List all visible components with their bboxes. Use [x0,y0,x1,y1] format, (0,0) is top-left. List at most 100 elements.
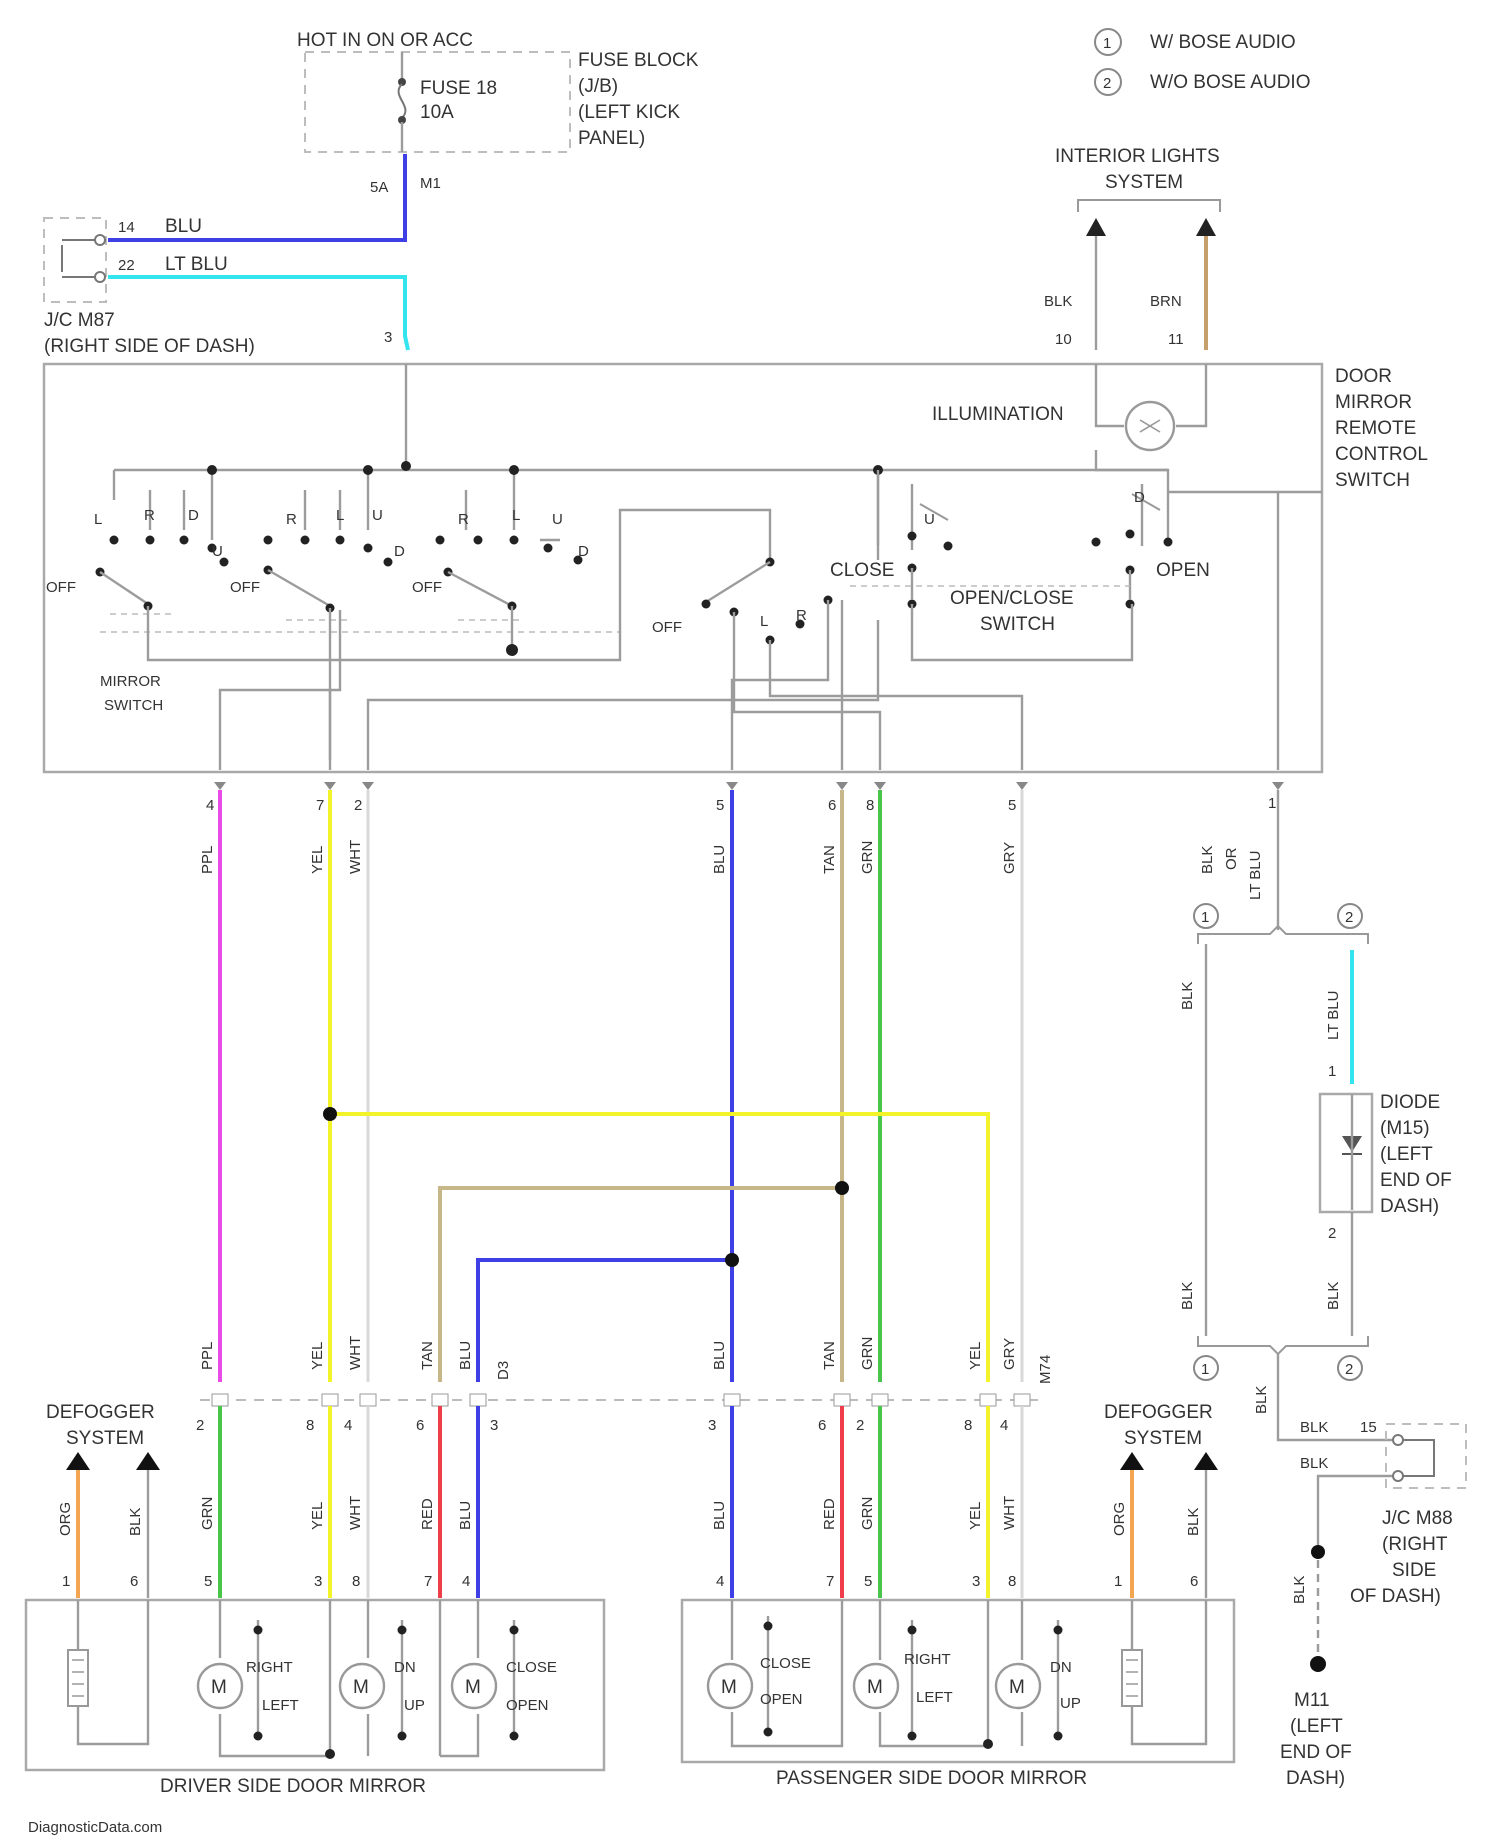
low-label-d-4: RED [419,1498,436,1530]
top-pin-grn: 8 [866,797,874,814]
remote-switch-name-3: REMOTE [1335,418,1416,439]
openclose-D: D [1134,489,1145,506]
ground-blk-lower: BLK [1300,1455,1328,1472]
interior-lights-title-2: SYSTEM [1105,172,1183,193]
wire-label-yel: YEL [309,846,326,874]
ground-m11-label-4: DASH) [1286,1768,1345,1789]
mid-upper-tan: TAN [419,1341,436,1370]
jc-m87-pin-22-number: 22 [118,257,135,274]
jc-m87-outline [44,218,106,302]
wire-label-ppl: PPL [199,846,216,874]
low-label-d-5: BLU [457,1501,474,1530]
fuse-block-location-2: PANEL) [578,128,645,149]
pass-pin-5: 8 [1008,1573,1016,1590]
remote-switch-name-2: MIRROR [1335,392,1412,413]
mirror-switch-U-2: U [372,507,383,524]
low-label-p-2: RED [821,1498,838,1530]
mirror-switch-D-3: D [578,543,589,560]
diode-label-4: END OF [1380,1170,1452,1191]
jc-m87-connector: 14 BLU 22 LT BLU J/C M87 (RIGHT SIDE OF … [44,216,255,357]
mid-upper-yel-p: YEL [967,1342,984,1370]
mirror-switch-label-1: MIRROR [100,673,161,690]
remote-switch-name-1: DOOR [1335,366,1392,387]
pass-pin-3: 5 [864,1573,872,1590]
mid-upper-tan-p: TAN [821,1341,838,1370]
openclose-label-2: SWITCH [980,614,1055,635]
pass-def-pin-1: 1 [1114,1573,1122,1590]
pass-pin-4: 3 [972,1573,980,1590]
mirror-switch-L-1: L [94,511,102,528]
passenger-door-mirror: PASSENGER SIDE DOOR MIRROR 4 7 5 3 8 1 6… [682,1573,1234,1789]
defogger-driver-title-2: SYSTEM [66,1428,144,1449]
pass-def-pin-2: 6 [1190,1573,1198,1590]
wire-label-blu: BLU [711,845,728,874]
wire-label-grn: GRN [859,841,876,874]
wire-label-tan: TAN [821,845,838,874]
low-label-d-3: WHT [347,1496,364,1530]
ground-pin-15: 15 [1360,1419,1377,1436]
pass-pin-2: 7 [826,1573,834,1590]
legend-marker-1-number: 1 [1103,35,1111,52]
ground-option-1-top-number: 1 [1201,909,1209,926]
ground-m11-label-3: END OF [1280,1742,1352,1763]
jc-m88-label-4: OF DASH) [1350,1586,1441,1607]
diode-pin-top: 1 [1328,1063,1336,1080]
ground-m11-symbol [1310,1656,1326,1672]
diode-pin-bottom: 2 [1328,1225,1336,1242]
mid-upper-blu: BLU [457,1341,474,1370]
pass-motor-ud-label: M [1009,1677,1025,1698]
remote-switch-name-4: CONTROL [1335,444,1428,465]
fuse-block-location-1: (LEFT KICK [578,102,680,123]
diode-label-3: (LEFT [1380,1144,1433,1165]
driver-dn-label: DN [394,1659,416,1676]
ground-wire-common: BLK [1253,1386,1270,1414]
mid-pin-d-4: 6 [416,1417,424,1434]
mirror-switch-U-3: U [552,511,563,528]
low-label-p-1: BLU [711,1501,728,1530]
remote-control-switch: DOOR MIRROR REMOTE CONTROL SWITCH 3 ILLU… [44,329,1428,772]
openclose-close: CLOSE [830,560,894,581]
mid-upper-blu-p: BLU [711,1341,728,1370]
mid-upper-gry-p: GRY [1001,1338,1018,1370]
mirror-switch-D-2: D [394,543,405,560]
driver-up-label: UP [404,1697,425,1714]
driver-left-label: LEFT [262,1697,299,1714]
mid-upper-yel: YEL [309,1342,326,1370]
ground-option-1-bottom-number: 1 [1201,1361,1209,1378]
selector-R: R [796,607,807,624]
mid-pin-p-5: 4 [1000,1417,1008,1434]
harness-top-connector: 4 7 2 5 6 8 5 PPL YEL WHT BLU TAN GRN GR… [199,782,1284,874]
driver-def-pin-1: 1 [62,1573,70,1590]
mirror-switch-label-2: SWITCH [104,697,163,714]
pass-pin-1: 4 [716,1573,724,1590]
legend-marker-2-number: 2 [1103,75,1111,92]
mirror-switch-D-1: D [188,507,199,524]
interior-lights-arrow-right [1196,218,1216,236]
mirror-switch-R-3: R [458,511,469,528]
selector-L: L [760,613,768,630]
fuse-name: FUSE 18 [420,78,497,99]
defogger-pass-wire-2: BLK [1185,1508,1202,1536]
blu-feed-wire [108,154,408,350]
driver-heater-element [68,1650,88,1706]
mid-pin-d-3: 4 [344,1417,352,1434]
driver-pin-1: 5 [204,1573,212,1590]
top-pin-yel: 7 [316,797,324,814]
defogger-pass-title-1: DEFOGGER [1104,1402,1213,1423]
driver-close-label: CLOSE [506,1659,557,1676]
pass-dn-label: DN [1050,1659,1072,1676]
legend: 1 W/ BOSE AUDIO 2 W/O BOSE AUDIO [1095,29,1310,95]
diode-label-5: DASH) [1380,1196,1439,1217]
wire-blu-cross [478,1260,732,1382]
fuse-18-symbol [399,84,406,118]
pass-open-label: OPEN [760,1691,803,1708]
interior-lights-arrow-left [1086,218,1106,236]
mid-connector-row: PPL YEL WHT TAN BLU D3 BLU TAN GRN YEL G… [196,1336,1054,1434]
pass-right-label: RIGHT [904,1651,951,1668]
jc-m88-label-2: (RIGHT [1382,1534,1448,1555]
mirror-switch-R-2: R [286,511,297,528]
fuse-block: HOT IN ON OR ACC FUSE 18 10A FUSE BLOCK … [297,30,699,196]
mirror-switch-off-2: OFF [230,579,260,596]
defogger-driver-title-1: DEFOGGER [46,1402,155,1423]
ground-brace-bottom [1198,1336,1368,1354]
